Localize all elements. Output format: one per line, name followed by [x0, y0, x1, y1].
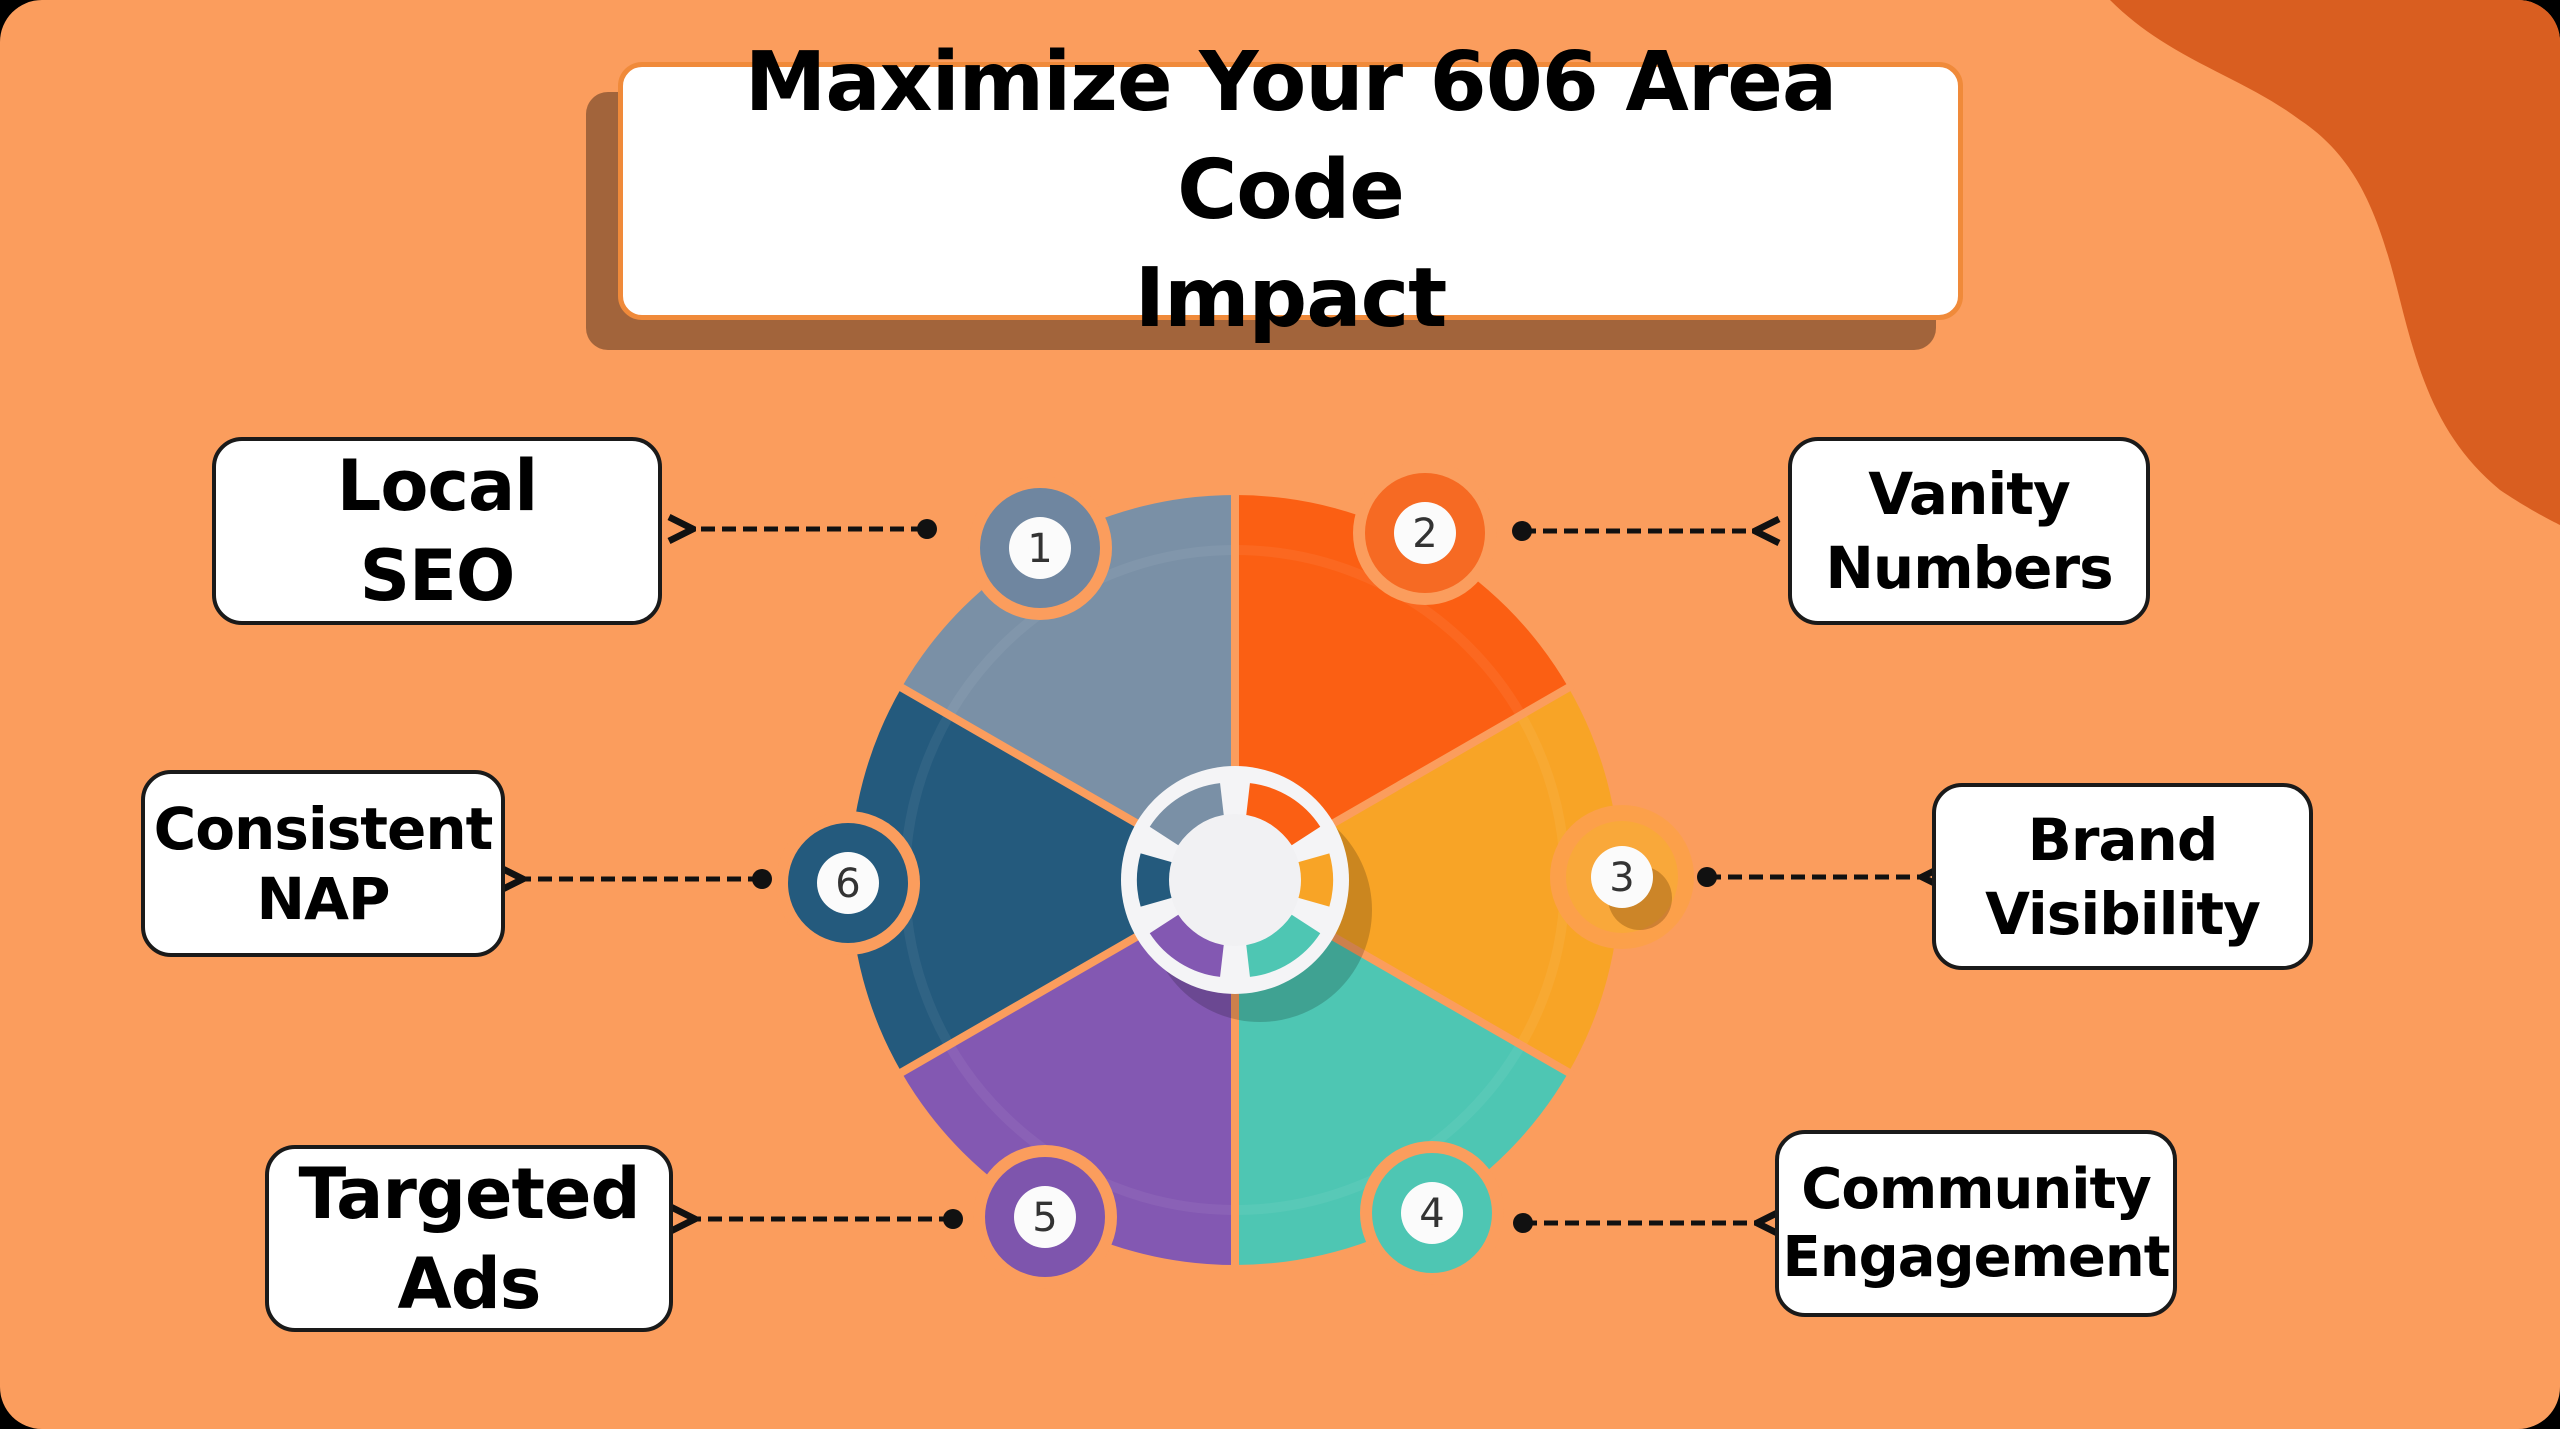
badge-5-number: 5 [1032, 1195, 1057, 1241]
badge-1: 1 [968, 476, 1112, 620]
title-line-2: Impact [1134, 251, 1448, 346]
title-box: Maximize Your 606 Area Code Impact [618, 35, 1963, 346]
label-box-vanity-numbers: Vanity Numbers [1788, 437, 2150, 625]
label-vanity-numbers: Vanity Numbers [1825, 460, 2113, 602]
badge-4: 4 [1360, 1141, 1504, 1285]
label-box-brand-visibility: Brand Visibility [1932, 783, 2313, 970]
badge-2-number: 2 [1412, 511, 1437, 557]
badge-6: 6 [776, 811, 920, 955]
label-box-consistent-nap: Consistent NAP [141, 770, 505, 957]
connector-2 [1512, 521, 1758, 541]
badge-1-number: 1 [1027, 526, 1052, 572]
connector-1 [690, 519, 937, 539]
badge-3: 3 [1550, 805, 1694, 949]
center-hub [1121, 766, 1372, 1022]
label-brand-visibility: Brand Visibility [1985, 805, 2261, 948]
label-box-community-engagement: Community Engagement [1775, 1130, 2177, 1317]
title-line-1: Maximize Your 606 Area Code [744, 35, 1838, 238]
segment-3-brand-visibility [1235, 687, 1620, 1073]
segment-6-consistent-nap [850, 687, 1235, 1073]
connector-3 [1697, 867, 1925, 887]
page-title: Maximize Your 606 Area Code Impact [623, 29, 1958, 353]
badge-5: 5 [973, 1145, 1117, 1289]
label-community-engagement: Community Engagement [1782, 1156, 2170, 1290]
label-targeted-ads: Targeted Ads [298, 1152, 640, 1325]
connector-6 [520, 869, 772, 889]
badge-4-number: 4 [1419, 1191, 1444, 1237]
label-box-local-seo: Local SEO [212, 437, 662, 625]
segment-5-targeted-ads [901, 880, 1235, 1265]
connector-5 [692, 1209, 963, 1229]
label-consistent-nap: Consistent NAP [153, 794, 494, 933]
corner-blob-shape [2110, 0, 2560, 525]
label-box-targeted-ads: Targeted Ads [265, 1145, 673, 1332]
badge-2: 2 [1353, 461, 1497, 605]
badge-3-number: 3 [1609, 855, 1634, 901]
segment-2-vanity-numbers [1235, 495, 1569, 880]
connector-4 [1513, 1213, 1760, 1233]
label-local-seo: Local SEO [336, 445, 538, 617]
badge-6-number: 6 [835, 861, 860, 907]
